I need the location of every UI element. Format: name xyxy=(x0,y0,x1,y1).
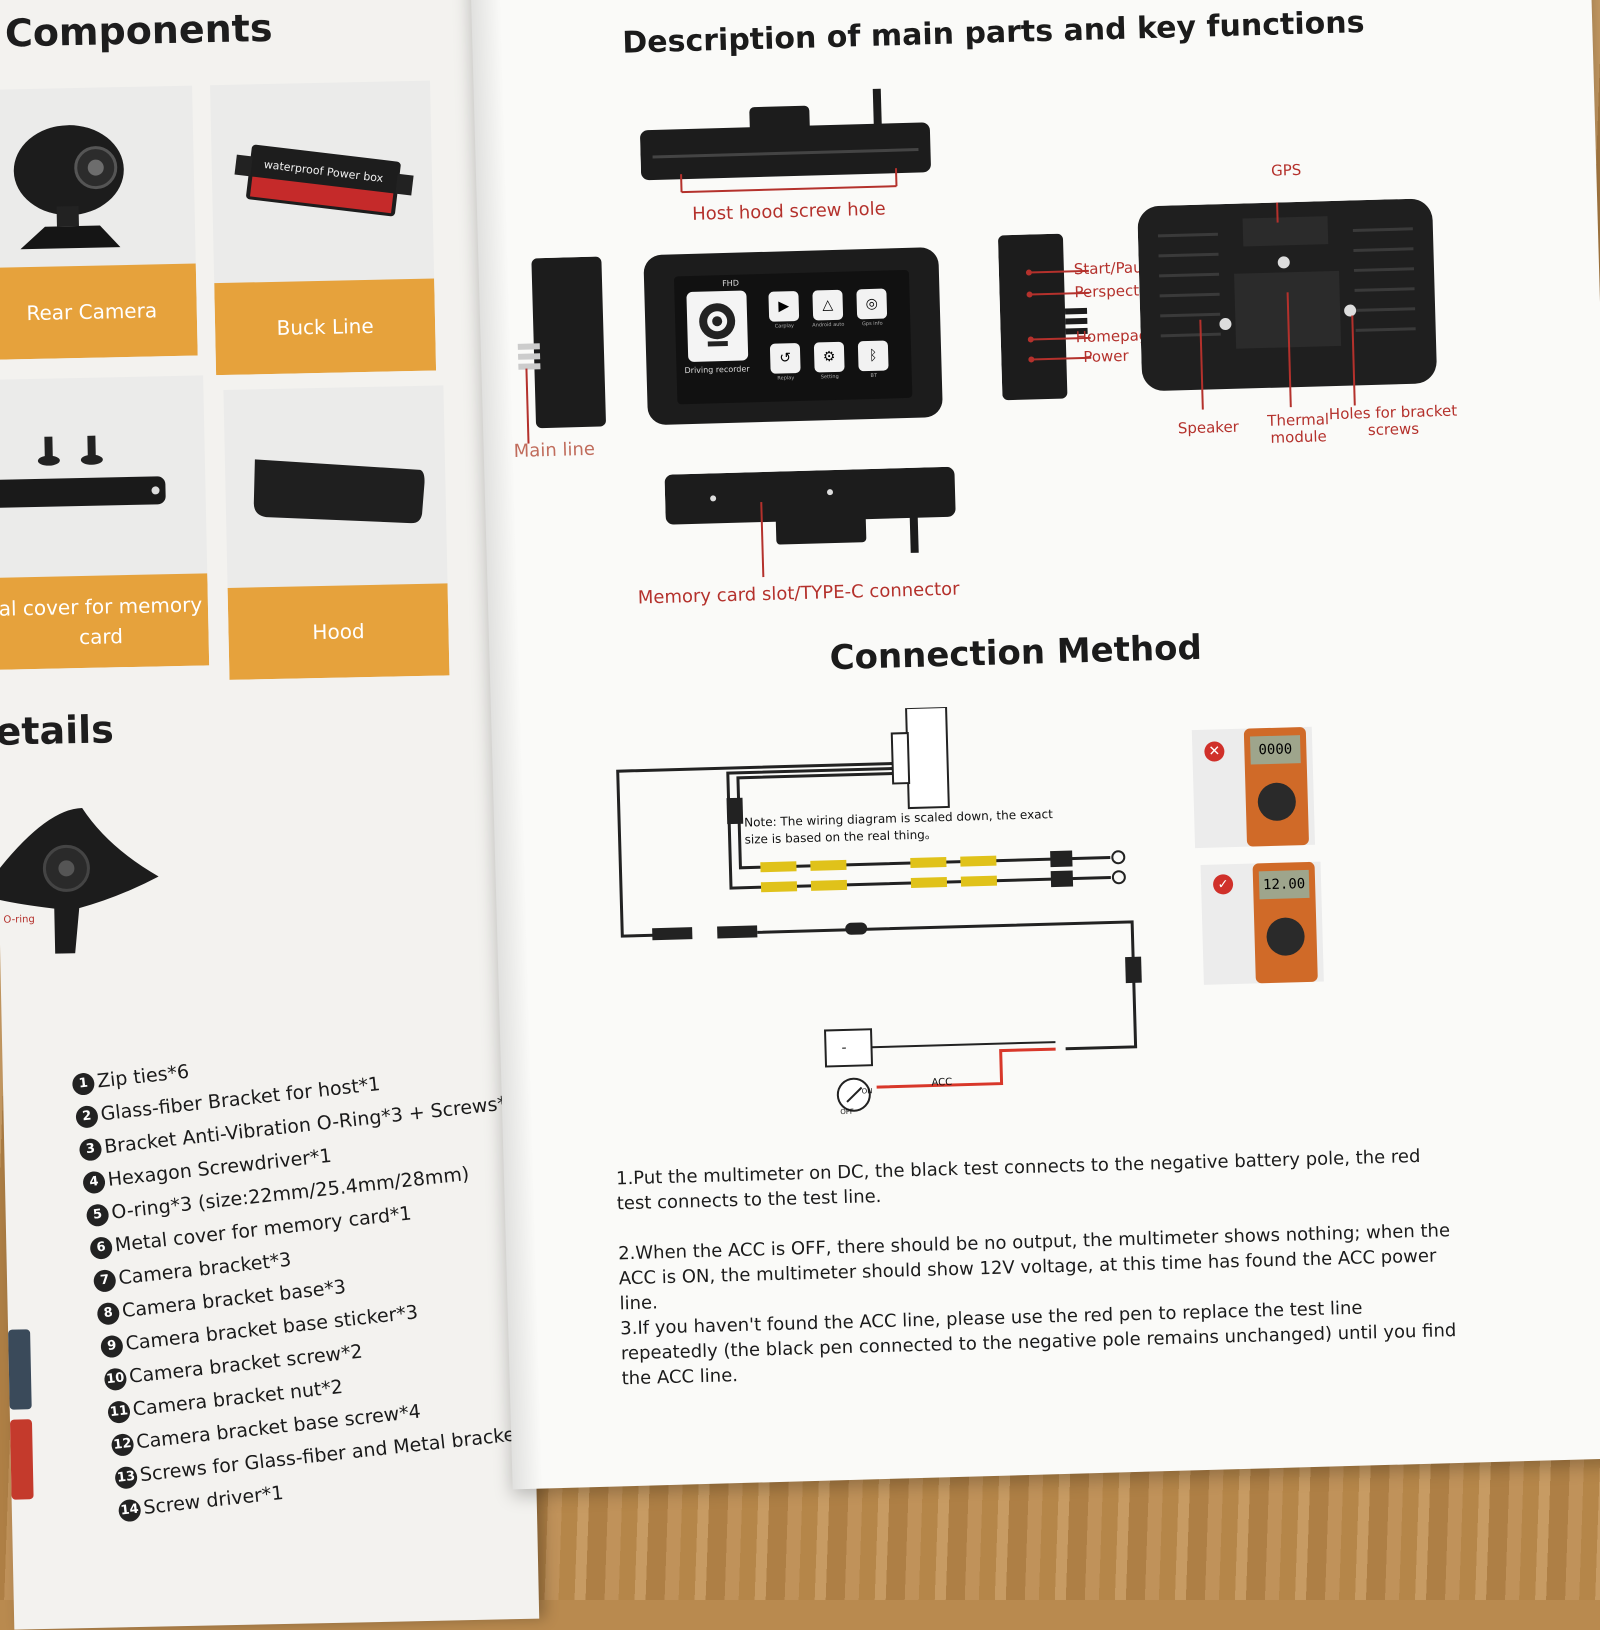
acc-label: ACC xyxy=(931,1076,953,1089)
app-label: Android auto xyxy=(812,321,845,329)
screen-display: FHD Driving recorder ▶ △ ◎ ↺ ⚙ ᛒ Carplay… xyxy=(673,269,913,405)
hood-image xyxy=(253,459,425,524)
check-icon: ✓ xyxy=(1212,874,1234,895)
accessory-photo-blue xyxy=(8,1329,32,1410)
app-label: Setting xyxy=(820,373,839,381)
metal-cover-image xyxy=(0,435,166,508)
card-buck-line: waterproof Power box Buck Line xyxy=(210,80,437,376)
card-metal-cover: al cover for memory card xyxy=(0,375,210,670)
meter-dial xyxy=(1266,917,1306,957)
label-holes-for-bracket-screws: Holes for bracket screws xyxy=(1328,401,1458,440)
device-side-view-left xyxy=(517,256,606,444)
left-page: Components Rear Camera waterproof Power … xyxy=(0,0,545,1630)
card-label: Hood xyxy=(227,583,450,680)
card-label: Buck Line xyxy=(214,278,437,376)
multimeter-correct: ✓ 12.00 xyxy=(1200,861,1324,985)
replay-icon[interactable]: ↺ xyxy=(769,342,801,374)
label-speaker: Speaker xyxy=(1177,417,1240,438)
device-side-view-buttons xyxy=(998,233,1092,401)
details-title: etails xyxy=(0,707,115,754)
off-label: OFF xyxy=(840,1107,854,1117)
components-title: Components xyxy=(4,5,273,56)
app-label: BT xyxy=(870,372,878,379)
device-front-screen: FHD Driving recorder ▶ △ ◎ ↺ ⚙ ᛒ Carplay… xyxy=(643,247,943,426)
meter-dial xyxy=(1257,782,1297,822)
label-host-hood: Host hood screw hole xyxy=(691,198,887,225)
device-bottom-view xyxy=(664,466,956,578)
card-label: Rear Camera xyxy=(0,263,198,360)
label-thermal-module: Thermal module xyxy=(1267,410,1330,447)
device-back-view xyxy=(1137,197,1437,410)
accessory-photo-red xyxy=(9,1419,34,1500)
app-label: Gps info xyxy=(861,320,883,328)
card-rear-camera: Rear Camera xyxy=(0,85,198,360)
label-gps: GPS xyxy=(1270,160,1302,180)
bluetooth-icon[interactable]: ᛒ xyxy=(857,340,889,372)
power-box-image: waterproof Power box xyxy=(234,144,414,217)
meter-display: 12.00 xyxy=(1258,869,1310,900)
card-label: al cover for memory card xyxy=(0,573,210,670)
connection-title: Connection Method xyxy=(829,627,1203,679)
multimeter-body: 0000 xyxy=(1243,726,1310,847)
rear-camera-image xyxy=(13,125,124,250)
app-label: Carplay xyxy=(774,323,795,330)
app-label: Replay xyxy=(777,375,795,382)
device-top-view xyxy=(640,88,931,194)
multimeter-body: 12.00 xyxy=(1252,861,1318,984)
multimeter-wrong: ✕ 0000 xyxy=(1191,726,1316,849)
driving-recorder-tile[interactable] xyxy=(686,290,749,363)
parts-title: Description of main parts and key functi… xyxy=(621,5,1365,61)
oring-caption: O-ring xyxy=(3,914,35,926)
instruction-1: 1.Put the multimeter on DC, the black te… xyxy=(615,1145,1421,1215)
webcam-icon xyxy=(699,303,736,347)
meter-display: 0000 xyxy=(1249,735,1301,765)
label-main-line: Main line xyxy=(513,438,596,462)
setting-icon[interactable]: ⚙ xyxy=(813,341,845,373)
android-auto-icon[interactable]: △ xyxy=(812,289,844,321)
driving-recorder-label: Driving recorder xyxy=(684,364,750,376)
carplay-icon[interactable]: ▶ xyxy=(768,290,800,322)
cross-icon: ✕ xyxy=(1204,741,1225,762)
card-hood: Hood xyxy=(223,385,450,680)
on-label: ON xyxy=(861,1087,873,1096)
right-page: Description of main parts and key functi… xyxy=(470,0,1600,1490)
wiring-diagram: - xyxy=(616,705,1142,1112)
fhd-label: FHD xyxy=(722,278,740,289)
gps-info-icon[interactable]: ◎ xyxy=(856,288,888,320)
svg-text:-: - xyxy=(841,1040,847,1056)
label-power: Power xyxy=(1083,346,1129,367)
camera-bracket-image xyxy=(0,808,159,954)
